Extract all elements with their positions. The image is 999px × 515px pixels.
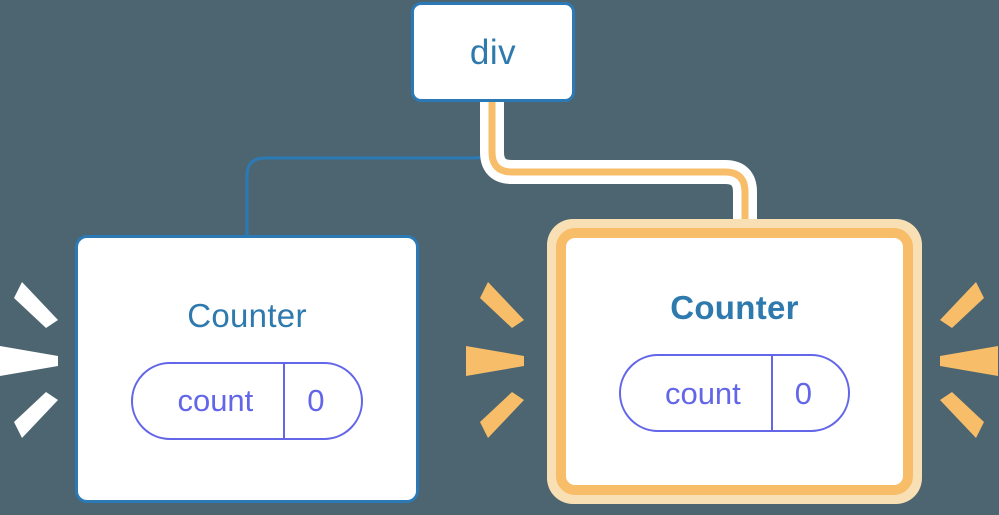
edge-div-to-counter-right bbox=[488, 100, 749, 236]
state-pill-left[interactable]: count 0 bbox=[131, 361, 363, 440]
counter-left-content: Counter count 0 bbox=[78, 238, 416, 500]
counter-left-title: Counter bbox=[187, 296, 307, 334]
sparkle-rays-white-left-icon bbox=[0, 282, 58, 438]
sparkle-rays-orange-middle-icon bbox=[466, 282, 524, 438]
edge-div-to-counter-right-halo bbox=[480, 100, 757, 236]
state-key-right: count bbox=[664, 375, 741, 411]
sparkle-rays-orange-right-icon bbox=[940, 282, 998, 438]
state-value-left: 0 bbox=[283, 363, 360, 438]
state-key-left: count bbox=[177, 383, 254, 418]
counter-right-content: Counter count 0 bbox=[566, 238, 903, 485]
node-counter-left[interactable]: Counter count 0 bbox=[75, 235, 419, 503]
node-counter-right[interactable]: Counter count 0 bbox=[556, 228, 913, 495]
node-div[interactable]: div bbox=[411, 2, 575, 102]
state-value-right: 0 bbox=[770, 356, 848, 430]
node-div-label: div bbox=[469, 32, 517, 72]
node-counter-right-highlight: Counter count 0 bbox=[547, 219, 922, 504]
state-pill-right[interactable]: count 0 bbox=[618, 354, 851, 432]
counter-right-title: Counter bbox=[670, 289, 799, 326]
edge-div-to-counter-left bbox=[245, 102, 494, 238]
